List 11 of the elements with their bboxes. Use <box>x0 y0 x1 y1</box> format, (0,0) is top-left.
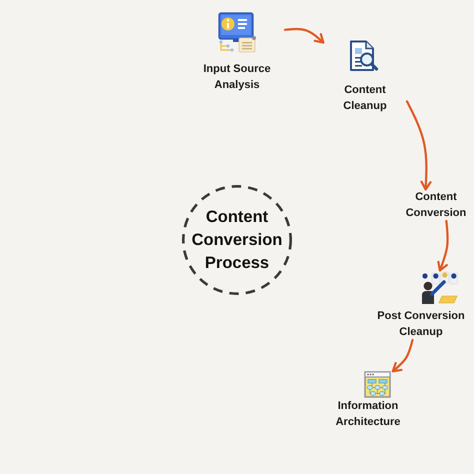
step-label: Post Conversion Cleanup <box>376 309 466 340</box>
arrow <box>437 220 449 272</box>
step-label: Content Conversion <box>404 190 468 221</box>
dashed-circle <box>182 185 292 295</box>
arrow <box>406 100 432 191</box>
step-label: Input Source Analysis <box>202 62 272 93</box>
process-title: Content Conversion Process <box>190 206 284 274</box>
arrow <box>392 338 414 372</box>
arrow <box>284 28 324 44</box>
step-label: Content Cleanup <box>342 83 388 114</box>
step-label: Information Architecture <box>334 399 402 430</box>
